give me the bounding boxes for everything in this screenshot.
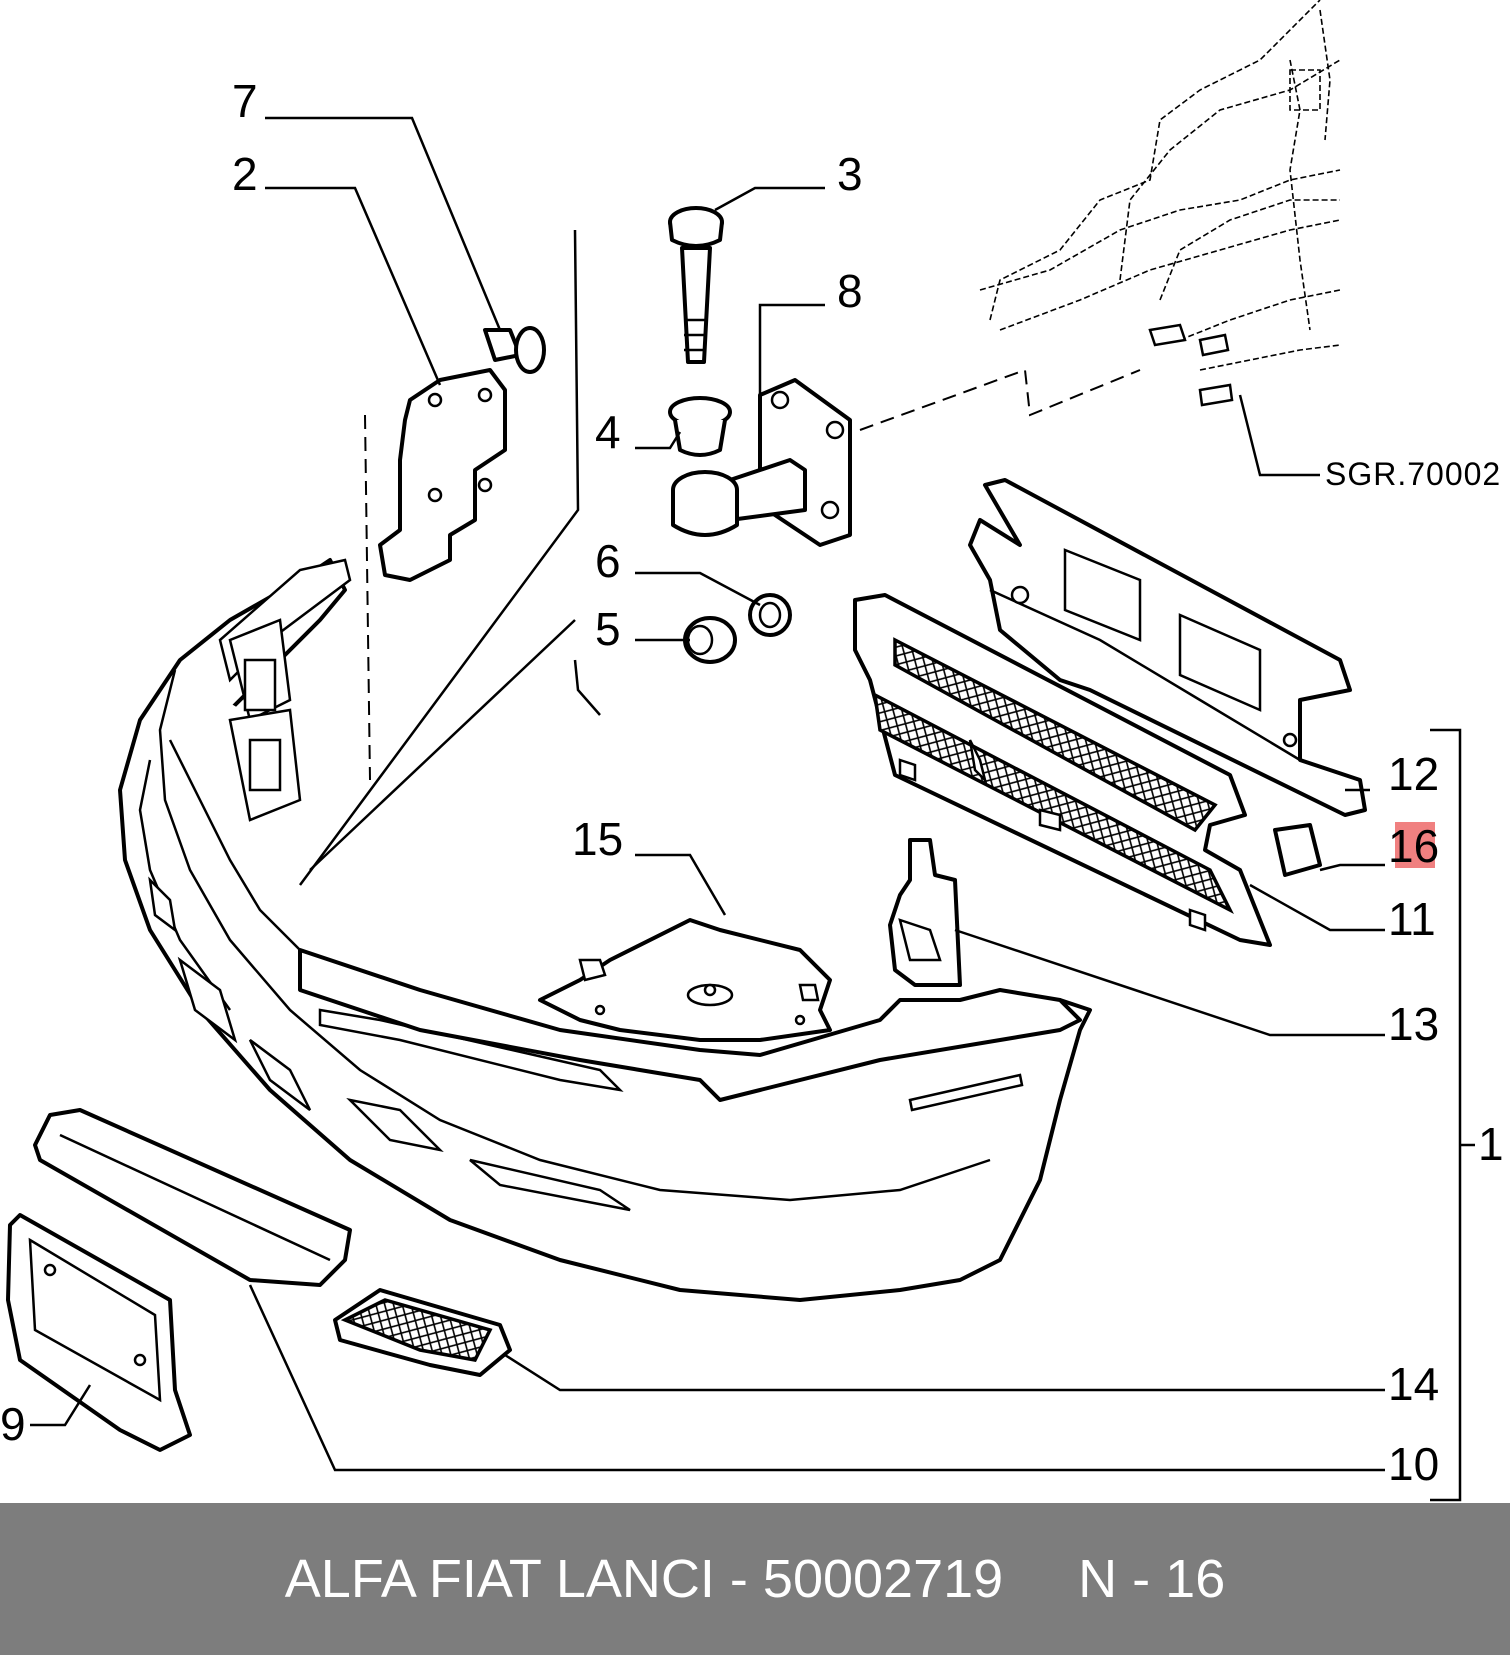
part-5-nut [683,616,737,664]
part-10-lower-insert [33,1108,352,1287]
part-15-bracket [538,918,832,1042]
part-3-bolt [668,206,724,364]
highlight-16 [1395,822,1435,868]
part-11-grille [853,593,1272,947]
callout-12: 12 [1388,748,1439,800]
part-14-lamp-cover [333,1288,512,1377]
callout-5: 5 [595,603,621,655]
callout-2: 2 [232,148,258,200]
exploded-parts-diagram: 7 2 3 8 4 6 5 15 12 16 11 13 1 14 10 9 S… [0,0,1504,1502]
footer-part-number: ALFA FIAT LANCI - 50002719 N - 16 [284,1549,1226,1609]
callout-9: 9 [0,1398,26,1450]
leader-lines [30,116,1475,1502]
part-7-screw [483,326,546,374]
part-16-clip [1273,823,1322,877]
footer-bar: ALFA FIAT LANCI - 50002719 N - 16 [0,1503,1510,1655]
reference-code: SGR.70002 [1325,456,1501,492]
part-12-reinforcement [968,478,1367,817]
car-body-context-drawing [859,0,1341,477]
front-bumper-shell [118,558,1092,1302]
callout-4: 4 [595,406,621,458]
part-13-side-bracket [888,838,962,987]
part-9-plate-holder [6,1213,192,1452]
callout-8: 8 [837,265,863,317]
callout-7: 7 [232,75,258,127]
callout-14: 14 [1388,1358,1439,1410]
callout-10: 10 [1388,1438,1439,1490]
callout-11: 11 [1388,893,1436,945]
callout-15: 15 [572,813,623,865]
part-6-washer [748,593,792,637]
part-8-hinge-bracket [671,378,852,547]
part-2-mounting-bracket [364,368,507,781]
callout-1: 1 [1478,1118,1504,1170]
callout-3: 3 [837,148,863,200]
callout-16: 16 [1388,820,1439,872]
part-4-bushing [668,396,732,457]
callout-6: 6 [595,535,621,587]
callout-13: 13 [1388,998,1439,1050]
